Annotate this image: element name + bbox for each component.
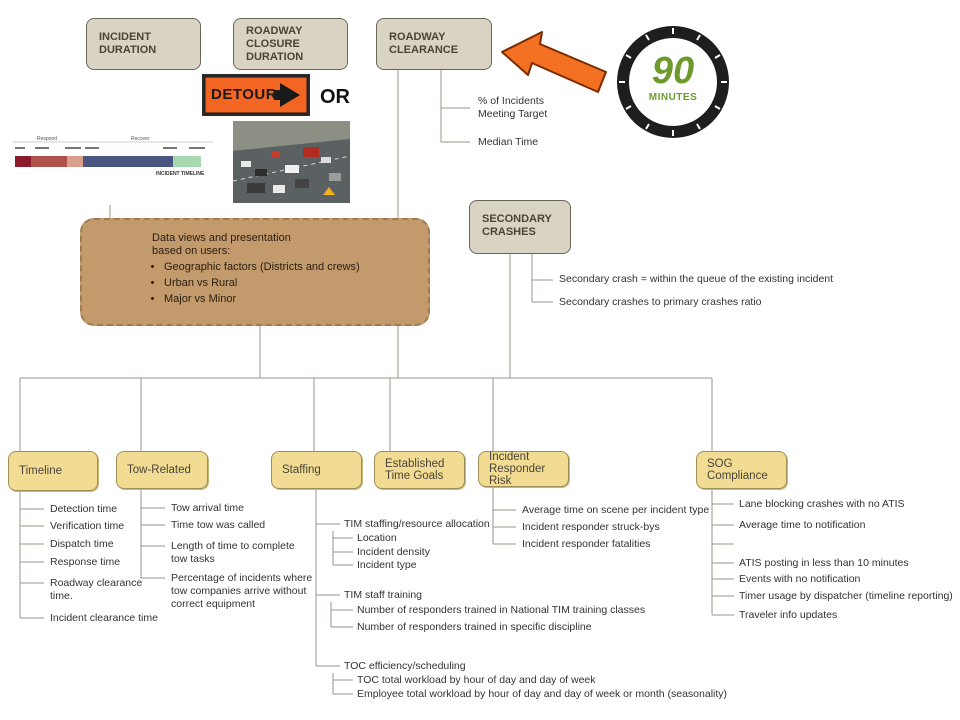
- tow-item: Length of time to complete tow tasks: [171, 540, 295, 565]
- detour-sign-text: DETOUR: [211, 86, 278, 103]
- sog-item: Events with no notification: [739, 573, 861, 585]
- staffing-group-label: TOC efficiency/scheduling: [344, 660, 466, 672]
- secondary-crashes-box: SECONDARY CRASHES: [469, 200, 571, 254]
- staffing-category-box: Staffing: [271, 451, 362, 489]
- tow-item: Tow arrival time: [171, 502, 244, 514]
- timeline-item: Detection time: [50, 503, 118, 515]
- sog-item: Timer usage by dispatcher (timeline repo…: [739, 590, 953, 602]
- staffing-category-title: Staffing: [282, 464, 321, 476]
- clock-icon: [617, 26, 729, 138]
- sog-category-title: SOG Compliance: [707, 458, 768, 482]
- tow-item: Time tow was called: [171, 519, 266, 531]
- secondary-crash-item-queue: Secondary crash = within the queue of th…: [559, 273, 834, 285]
- traffic-incident-photo: [233, 121, 350, 203]
- timeline-item: Incident clearance time: [50, 612, 158, 624]
- timeline-item: Verification time: [50, 520, 125, 532]
- staffing-item: Incident type: [357, 559, 417, 571]
- timeline-caption: INCIDENT TIMELINE: [156, 171, 205, 177]
- time-goals-category-box: Established Time Goals: [374, 451, 465, 489]
- staffing-item: Number of responders trained in specific…: [357, 621, 592, 633]
- data-views-heading: Data views and presentation based on use…: [152, 232, 291, 257]
- timeline-phase-recover: Recover: [131, 136, 150, 142]
- or-label: OR: [320, 86, 350, 108]
- staffing-item: Incident density: [357, 546, 430, 558]
- data-views-list: Geographic factors (Districts and crews)…: [152, 261, 428, 306]
- highway-photo-icon: [233, 121, 350, 203]
- pointer-arrow-icon: [501, 31, 607, 93]
- detour-sign-image: DETOUR: [202, 74, 310, 116]
- data-views-bullet: Geographic factors (Districts and crews): [164, 261, 428, 274]
- risk-item: Average time on scene per incident type: [522, 504, 710, 516]
- sog-item: Average time to notification: [739, 519, 866, 531]
- timeline-item: Dispatch time: [50, 538, 114, 550]
- incident-timeline-graphic: Respond Recover INCIDENT TIMELINE: [13, 136, 213, 180]
- clock-number: 90: [651, 50, 695, 92]
- responder-risk-category-box: Incident Responder Risk: [478, 451, 569, 487]
- ninety-minute-clock: 90 MINUTES: [613, 24, 733, 140]
- data-views-box: Data views and presentation based on use…: [80, 218, 430, 326]
- timeline-category-title: Timeline: [19, 465, 63, 477]
- roadway-closure-duration-box: ROADWAY CLOSURE DURATION: [233, 18, 348, 70]
- sog-item: Lane blocking crashes with no ATIS: [739, 498, 905, 510]
- tow-category-title: Tow-Related: [127, 464, 191, 476]
- clearance-item-median: Median Time: [478, 136, 539, 148]
- tow-category-box: Tow-Related: [116, 451, 208, 489]
- tow-item: Percentage of incidents where tow compan…: [171, 572, 313, 610]
- timeline-bar-icon: [13, 141, 213, 167]
- data-views-bullet: Major vs Minor: [164, 293, 428, 306]
- staffing-group-label: TIM staff training: [344, 589, 423, 601]
- detour-sign-icon: [204, 76, 308, 114]
- roadway-clearance-box: ROADWAY CLEARANCE: [376, 18, 492, 70]
- risk-item: Incident responder fatalities: [522, 538, 651, 550]
- sog-category-box: SOG Compliance: [696, 451, 787, 489]
- timeline-item: Response time: [50, 556, 121, 568]
- timeline-item: Roadway clearance time.: [50, 577, 143, 602]
- clock-unit: MINUTES: [648, 92, 698, 103]
- incident-duration-box: INCIDENT DURATION: [86, 18, 201, 70]
- secondary-crash-item-ratio: Secondary crashes to primary crashes rat…: [559, 296, 762, 308]
- staffing-item: Location: [357, 532, 397, 544]
- timeline-phase-respond: Respond: [37, 136, 58, 142]
- staffing-item: Number of responders trained in National…: [357, 604, 646, 616]
- sog-item: ATIS posting in less than 10 minutes: [739, 557, 909, 569]
- time-goals-category-title: Established Time Goals: [385, 458, 445, 482]
- responder-risk-category-title: Incident Responder Risk: [489, 451, 546, 487]
- clearance-item-target: % of Incidents Meeting Target: [478, 95, 548, 120]
- sog-item: Traveler info updates: [739, 609, 838, 621]
- risk-item: Incident responder struck-bys: [522, 521, 660, 533]
- staffing-item: Employee total workload by hour of day a…: [357, 688, 728, 700]
- timeline-category-box: Timeline: [8, 451, 98, 491]
- staffing-item: TOC total workload by hour of day and da…: [357, 674, 596, 686]
- staffing-group-label: TIM staffing/resource allocation: [344, 518, 490, 530]
- data-views-bullet: Urban vs Rural: [164, 277, 428, 290]
